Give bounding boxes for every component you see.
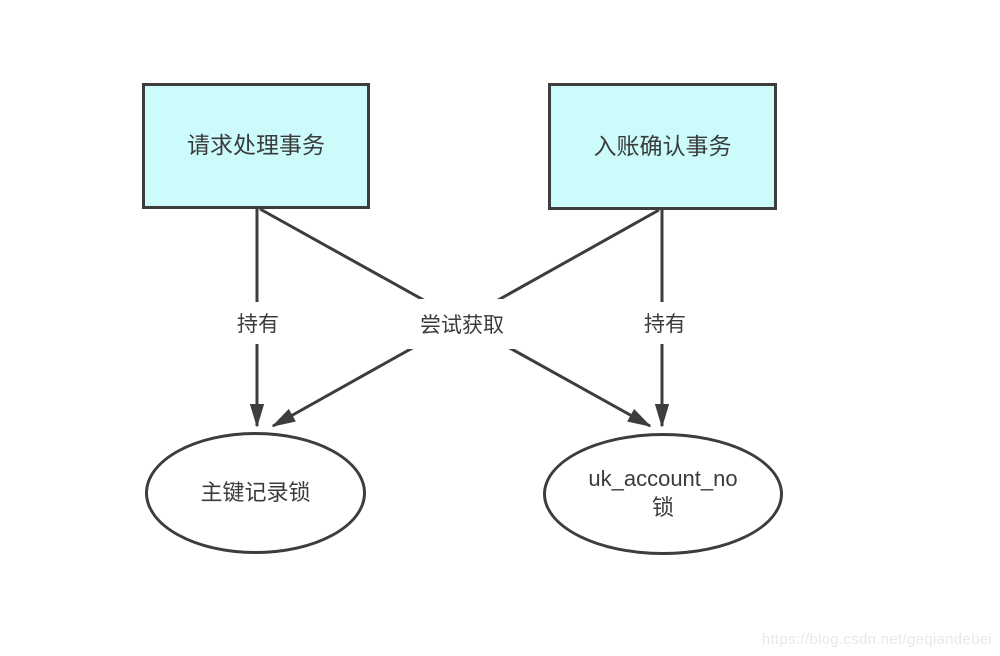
- edge-label-right-holds: 持有: [635, 302, 695, 344]
- node-uk-account-no-lock-label-line2: 锁: [651, 495, 674, 520]
- node-uk-account-no-lock-label-line1: uk_account_no: [588, 466, 738, 492]
- node-primary-key-lock-label: 主键记录锁: [200, 479, 311, 505]
- edge-label-try-acquire: 尝试获取: [408, 299, 516, 349]
- node-uk-account-no-lock: uk_account_no 锁: [543, 433, 783, 555]
- node-request-transaction-label: 请求处理事务: [187, 132, 325, 159]
- watermark-url: https://blog.csdn.net/geqiandebei: [761, 631, 992, 648]
- node-request-transaction: 请求处理事务: [142, 83, 370, 209]
- node-primary-key-lock: 主键记录锁: [145, 432, 366, 554]
- node-confirm-transaction: 入账确认事务: [548, 83, 777, 210]
- node-confirm-transaction-label: 入账确认事务: [593, 132, 732, 159]
- edge-label-left-holds: 持有: [228, 302, 288, 344]
